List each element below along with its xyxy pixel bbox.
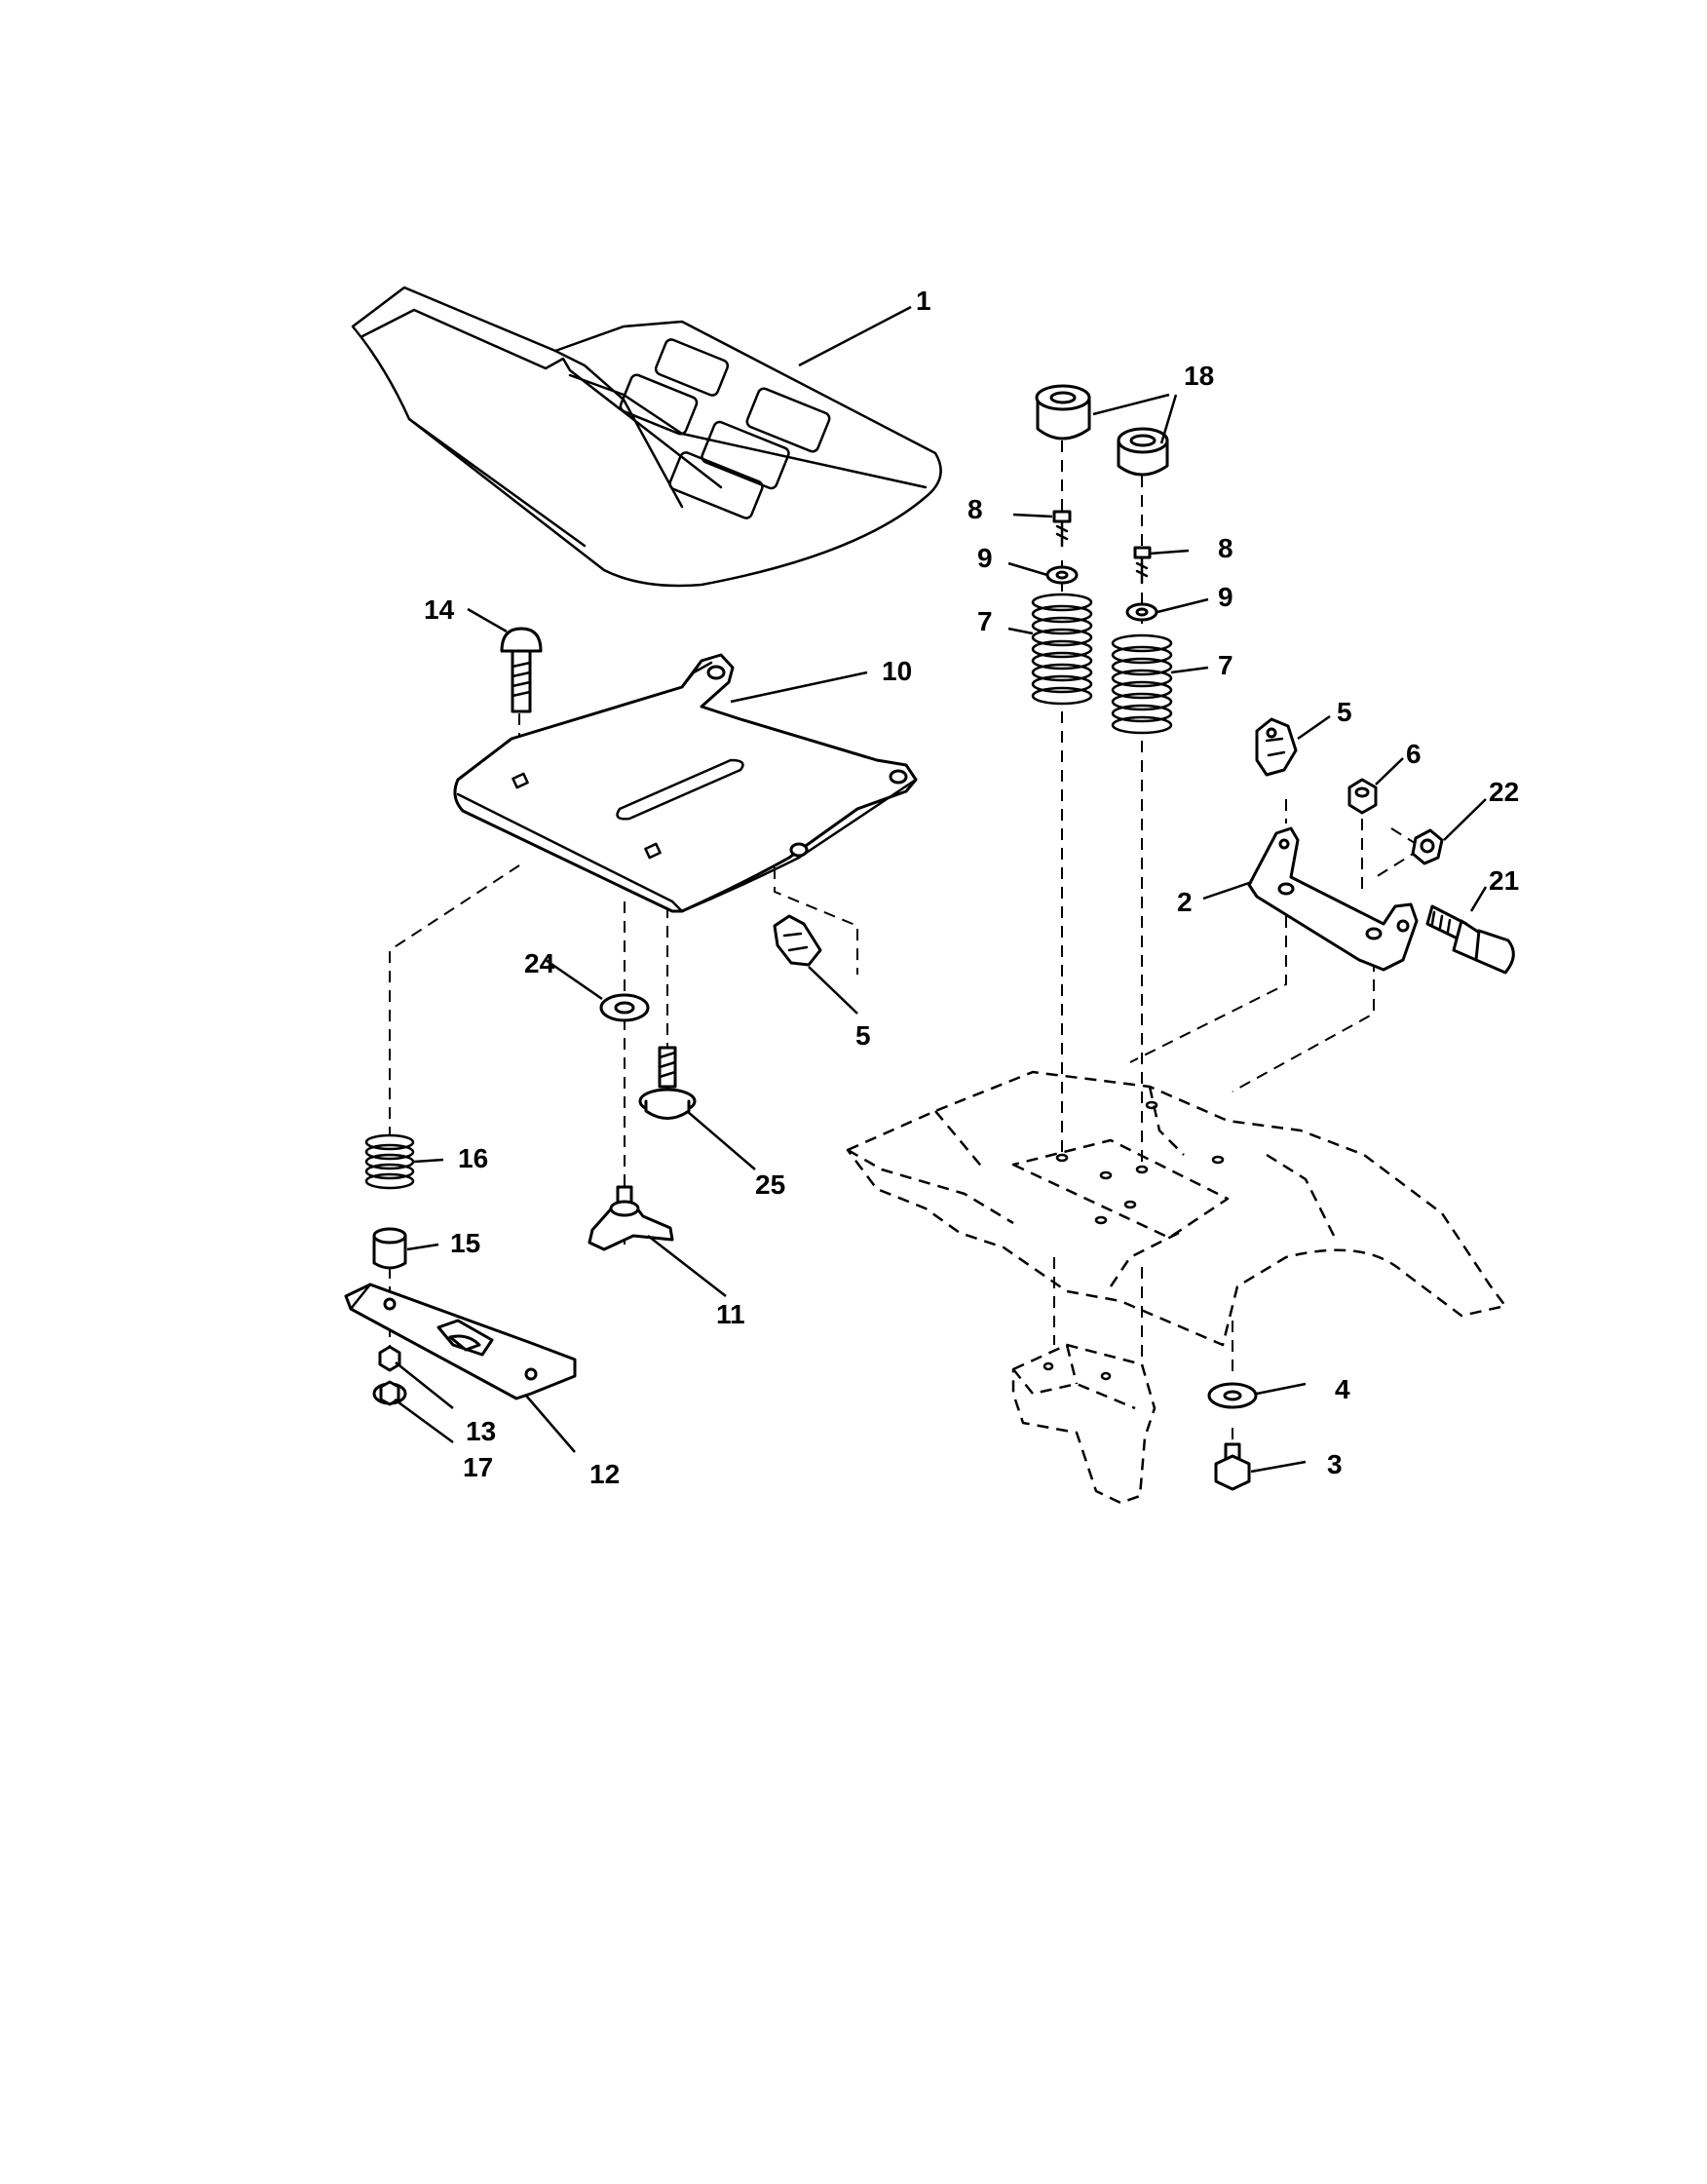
leader-lines bbox=[394, 305, 1488, 1474]
callout-spring-left: 7 bbox=[977, 606, 993, 636]
callout-flat-washer-4: 4 bbox=[1335, 1374, 1350, 1404]
callout-bracket: 2 bbox=[1177, 887, 1193, 917]
callout-lock-nut: 22 bbox=[1489, 777, 1519, 807]
callout-switch-clip-left: 5 bbox=[855, 1020, 871, 1051]
callout-seat-pan: 10 bbox=[882, 656, 912, 686]
callout-bushing: 15 bbox=[450, 1228, 480, 1258]
seat bbox=[351, 286, 942, 588]
callout-washer-left: 9 bbox=[977, 543, 993, 573]
bumpers bbox=[1035, 384, 1169, 477]
shoulder-screw bbox=[638, 1046, 697, 1120]
callout-hex-nut: 6 bbox=[1406, 739, 1422, 769]
seat-switch-clip-left bbox=[773, 914, 822, 967]
callout-bolt-left: 8 bbox=[967, 494, 983, 524]
callout-carriage-bolt: 14 bbox=[424, 594, 455, 625]
callout-seat: 1 bbox=[916, 286, 931, 316]
washers-small bbox=[1045, 565, 1158, 622]
bushing bbox=[372, 1227, 407, 1270]
seat-pan bbox=[453, 653, 918, 913]
callout-washer-right: 9 bbox=[1218, 582, 1233, 612]
carriage-bolt bbox=[500, 627, 543, 713]
callout-flange-nut: 17 bbox=[463, 1452, 493, 1482]
callout-bolt-right: 8 bbox=[1218, 533, 1233, 563]
callout-hex-bolt: 3 bbox=[1327, 1449, 1343, 1479]
callout-switch-clip-right: 5 bbox=[1337, 697, 1352, 727]
seat-bracket bbox=[1247, 826, 1419, 972]
shoulder-bolt bbox=[1425, 904, 1515, 975]
seat-switch-clip-right bbox=[1255, 717, 1298, 777]
flat-washer-24 bbox=[599, 993, 650, 1022]
callout-compression-spring: 16 bbox=[458, 1143, 488, 1173]
callout-spring-right: 7 bbox=[1218, 650, 1233, 680]
lower-support-phantom bbox=[1011, 1257, 1157, 1505]
callout-bumpers: 18 bbox=[1184, 361, 1214, 391]
flat-washer-4 bbox=[1207, 1382, 1258, 1409]
callout-shoulder-screw: 25 bbox=[755, 1169, 785, 1200]
tractor-frame-phantom bbox=[846, 1070, 1507, 1347]
callout-adjustment-plate: 12 bbox=[589, 1459, 620, 1489]
callout-shoulder-bolt: 21 bbox=[1489, 865, 1519, 896]
callout-labels: 1 18 8 8 9 9 7 7 14 10 5 6 22 2 21 24 5 … bbox=[424, 286, 1519, 1489]
compression-spring bbox=[364, 1133, 415, 1190]
flange-nut bbox=[372, 1380, 407, 1406]
callout-jam-nut: 13 bbox=[466, 1416, 496, 1446]
hex-nut bbox=[1347, 778, 1378, 815]
hex-bolt bbox=[1214, 1442, 1251, 1491]
callout-knob: 11 bbox=[716, 1299, 745, 1329]
callout-washer-24: 24 bbox=[524, 948, 555, 978]
jam-nut bbox=[378, 1345, 401, 1372]
adjustment-knob bbox=[588, 1185, 674, 1251]
adjustment-plate bbox=[344, 1283, 577, 1400]
lock-nut bbox=[1411, 828, 1444, 865]
seat-springs bbox=[1031, 593, 1173, 735]
